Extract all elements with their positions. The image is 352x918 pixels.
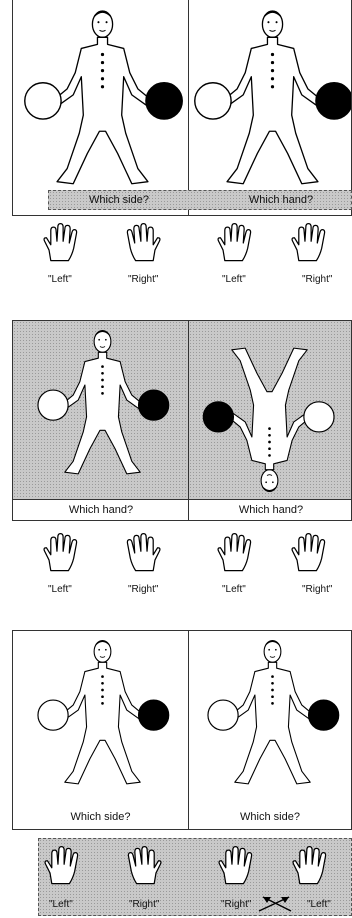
section-2: Which hand? Which hand? "Left" "Right" "…	[0, 320, 352, 620]
hand-label: "Left"	[48, 274, 72, 285]
hand-icon	[218, 224, 251, 261]
hand-group: "Left" "Right" "Left" "Right"	[0, 530, 352, 600]
panel-right	[188, 320, 352, 500]
figure-illustration	[13, 321, 189, 500]
panel-left: Which side?	[12, 630, 189, 830]
hand-group-shaded: "Left" "Right" "Right" "Left"	[38, 838, 352, 916]
hand-label: "Left"	[307, 899, 331, 910]
hand-icon	[292, 224, 325, 261]
figure-illustration	[13, 0, 189, 216]
panel-left	[12, 320, 189, 500]
hand-icon	[293, 847, 326, 884]
hand-icons	[0, 220, 352, 270]
hand-icon	[127, 534, 160, 571]
hand-label: "Right"	[129, 899, 159, 910]
figure-illustration-inverted	[189, 321, 352, 500]
caption-left: Which side?	[49, 191, 189, 209]
hand-label: "Right"	[302, 274, 332, 285]
hand-label: "Left"	[48, 584, 72, 595]
figure-illustration	[189, 0, 352, 216]
hand-icon	[219, 847, 252, 884]
hand-icon	[44, 534, 77, 571]
hand-icon	[128, 847, 161, 884]
hand-label: "Right"	[302, 584, 332, 595]
hand-icon	[218, 534, 251, 571]
panel-right	[188, 0, 352, 216]
hand-icon	[292, 534, 325, 571]
caption-left: Which hand?	[13, 504, 189, 516]
caption-left: Which side?	[13, 811, 188, 823]
hand-group: "Left" "Right" "Left" "Right"	[0, 220, 352, 290]
hand-icon	[45, 847, 78, 884]
panel-left	[12, 0, 189, 216]
hand-label: "Right"	[128, 274, 158, 285]
hand-label: "Left"	[222, 584, 246, 595]
section-3: Which side? Which side? "Left" "Right" "…	[0, 630, 352, 918]
hand-icon	[44, 224, 77, 261]
hand-icons	[0, 530, 352, 580]
caption-right: Which hand?	[209, 191, 352, 209]
hand-icon	[127, 224, 160, 261]
hand-label: "Right"	[128, 584, 158, 595]
hand-label: "Left"	[222, 274, 246, 285]
caption-bar: Which side? Which hand?	[48, 190, 352, 210]
caption-right: Which side?	[189, 811, 351, 823]
hand-label: "Right"	[221, 899, 251, 910]
figure-illustration	[189, 631, 352, 811]
figure-illustration	[13, 631, 189, 811]
panel-right: Which side?	[188, 630, 352, 830]
caption-right: Which hand?	[189, 504, 352, 516]
caption-row: Which hand? Which hand?	[12, 499, 352, 521]
hand-label: "Left"	[49, 899, 73, 910]
divider	[188, 499, 189, 521]
section-1: Which side? Which hand? "Left" "Right" "…	[0, 0, 352, 300]
